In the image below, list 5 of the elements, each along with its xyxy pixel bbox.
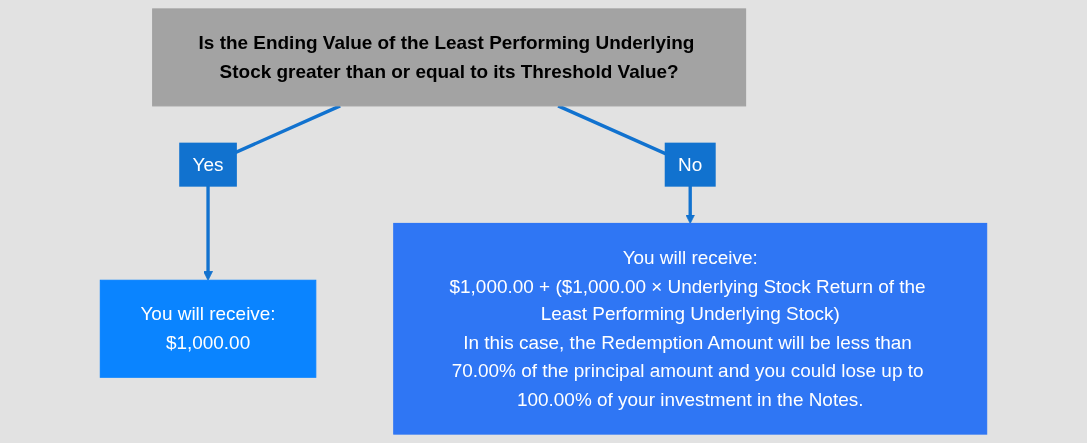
node-box: Is the Ending Value of the Least Performing Underlying Stock greater than or equal to its Threshold Value?	[152, 8, 747, 107]
edge-label: Yes	[192, 153, 224, 175]
node-box: You will receive: $1,000.00 + ($1,000.00 × Underlying Stock Return of the Least Performing Underlying Stock) In this case, the Redemption Amount will be less than 70.00% of the principal amount and you could lose up to 100.00% of your investment in the Notes.	[393, 222, 988, 435]
edge-label: No	[678, 153, 703, 175]
node-box: You will receive: $1,000.00	[99, 279, 317, 378]
